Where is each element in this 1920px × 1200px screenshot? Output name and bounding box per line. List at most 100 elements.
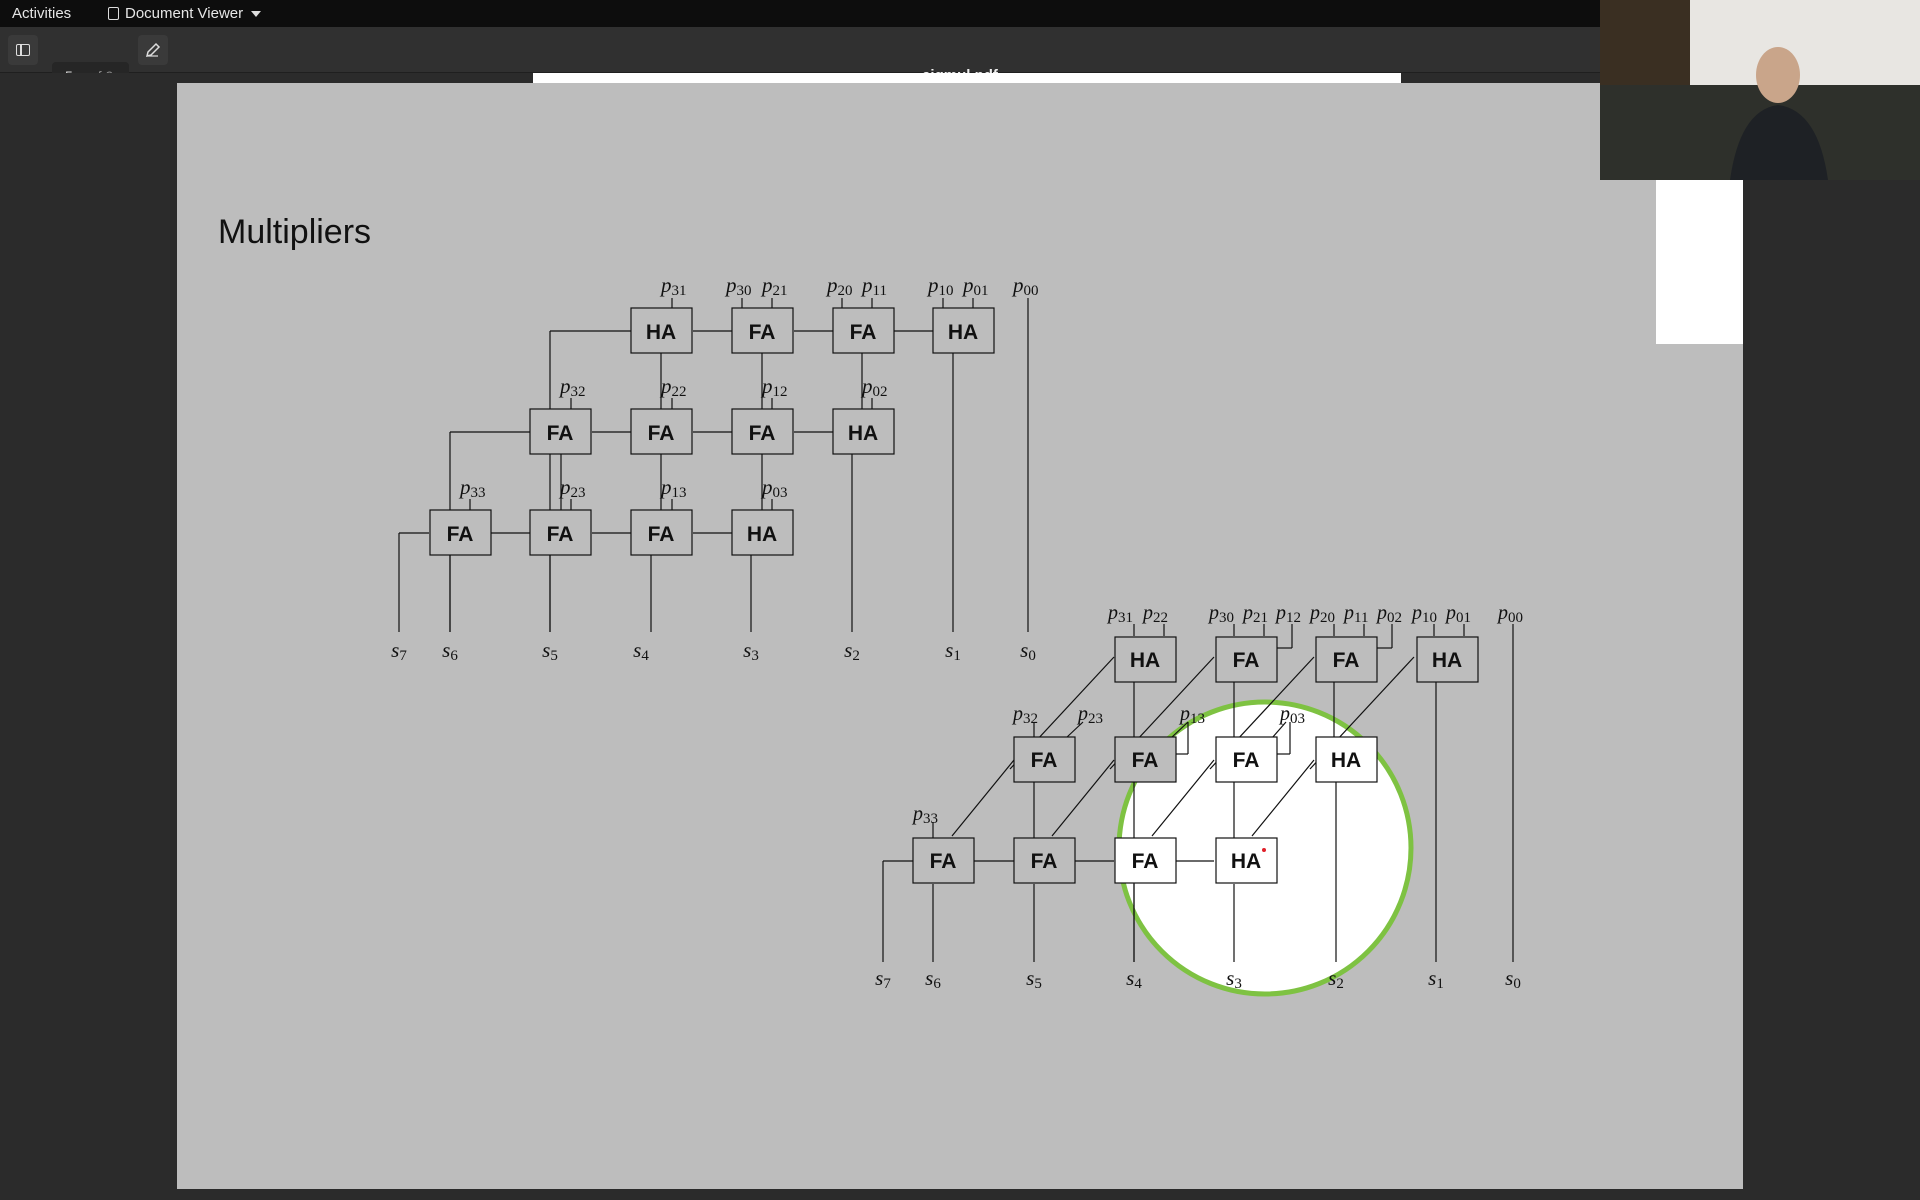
input-label: p02 [1375,602,1402,626]
pdf-page: Multipliers [177,83,1743,1189]
input-label: p20 [825,273,853,299]
output-label: s5 [542,638,558,664]
output-label: s6 [925,966,941,992]
adder-cell: FA [731,307,794,354]
svg-text:HA: HA [1432,649,1462,672]
input-label: p10 [1410,602,1437,626]
svg-text:FA: FA [1233,749,1260,772]
output-label: s5 [1026,966,1042,992]
input-label: p01 [1444,602,1471,626]
adder-cell: FA [429,509,492,556]
svg-text:FA: FA [749,321,776,344]
svg-text:FA: FA [1333,649,1360,672]
adder-cell: FA [1315,636,1378,683]
svg-text:FA: FA [1031,850,1058,873]
app-menu[interactable]: Document Viewer [108,5,262,22]
output-label: s1 [945,638,961,664]
input-label: p21 [760,273,788,299]
adder-cell: FA [630,509,693,556]
input-label: p33 [911,803,938,827]
adder-cell: FA [1114,837,1177,884]
output-label: s0 [1020,638,1036,664]
webcam-overlay [1600,0,1920,180]
svg-text:HA: HA [1130,649,1160,672]
svg-text:FA: FA [547,422,574,445]
svg-text:FA: FA [1233,649,1260,672]
input-label: p13 [659,475,687,501]
output-label: s4 [1126,966,1142,992]
input-label: p22 [1141,602,1168,626]
document-icon [108,7,119,20]
input-label: p00 [1496,602,1523,626]
chevron-down-icon [251,10,262,17]
input-label: p11 [1342,602,1368,626]
adder-cell: HA [832,408,895,455]
svg-text:HA: HA [848,422,878,445]
adder-cell: HA [932,307,995,354]
sidebar-toggle-icon [16,44,30,56]
output-label: s2 [1328,966,1344,992]
svg-text:FA: FA [930,850,957,873]
input-label: p20 [1308,602,1335,626]
svg-text:HA: HA [747,523,777,546]
input-label: p11 [860,273,887,299]
svg-text:FA: FA [648,523,675,546]
adder-cell: FA [1013,837,1076,884]
input-label: p32 [1011,703,1038,727]
input-label: p23 [1076,703,1103,727]
input-label: p21 [1241,602,1268,626]
input-label: p31 [1106,602,1133,626]
annotate-button[interactable] [138,35,168,65]
svg-text:FA: FA [447,523,474,546]
activities-button[interactable]: Activities [12,5,72,22]
output-label: s1 [1428,966,1444,992]
adder-cell: FA [529,408,592,455]
input-label: p02 [860,374,888,400]
input-label: p00 [1011,273,1039,299]
svg-text:FA: FA [749,422,776,445]
output-label: s3 [1226,966,1242,992]
adder-cell: FA [731,408,794,455]
output-label: s4 [633,638,649,664]
output-label: s2 [844,638,860,664]
input-label: p30 [724,273,752,299]
pencil-icon [145,42,161,58]
laser-pointer [1262,848,1266,852]
webcam-backdrop [1656,180,1743,344]
adder-cell: FA [912,837,975,884]
adder-cell: FA [529,509,592,556]
svg-text:FA: FA [547,523,574,546]
output-label: s7 [391,638,407,664]
input-label: p03 [1278,703,1305,727]
adder-cell: FA [630,408,693,455]
adder-cell: FA [832,307,895,354]
adder-cell: HA [630,307,693,354]
adder-cell: HA [1114,636,1177,683]
output-label: s0 [1505,966,1521,992]
output-label: s7 [875,966,891,992]
input-label: p03 [760,475,788,501]
adder-cell: HA [1416,636,1479,683]
input-label: p23 [558,475,586,501]
sidebar-toggle-button[interactable] [8,35,38,65]
output-label: s6 [442,638,458,664]
app-menu-label: Document Viewer [125,5,244,22]
adder-cell: HA [1315,736,1378,783]
adder-cell: FA [1215,736,1278,783]
adder-cell: HA [731,509,794,556]
input-label: p01 [961,273,989,299]
slide-title: Multipliers [218,213,372,251]
presenter-video [1600,0,1920,180]
adder-cell: FA [1114,736,1177,783]
svg-text:HA: HA [646,321,676,344]
svg-text:FA: FA [1031,749,1058,772]
input-label: p30 [1207,602,1234,626]
adder-cell: FA [1215,636,1278,683]
svg-text:FA: FA [1132,749,1159,772]
input-label: p22 [659,374,687,400]
input-label: p32 [558,374,586,400]
input-label: p31 [659,273,687,299]
svg-text:HA: HA [948,321,978,344]
input-label: p12 [1274,602,1301,626]
input-label: p33 [458,475,486,501]
